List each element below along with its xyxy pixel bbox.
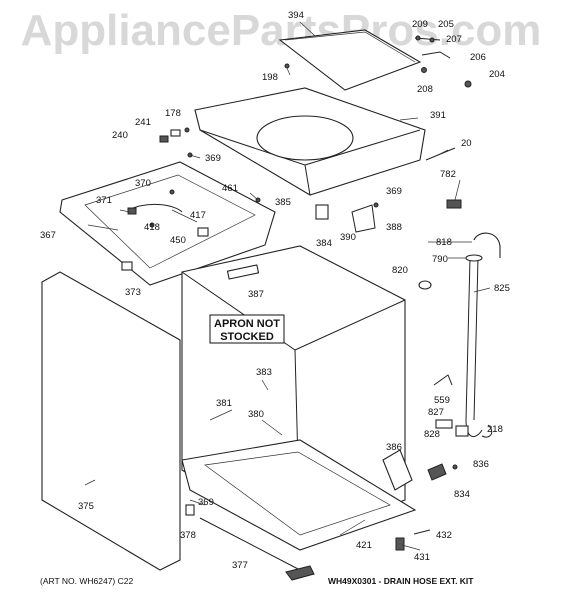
label-825: 825 — [494, 283, 510, 294]
label-394: 394 — [288, 10, 304, 21]
label-384: 384 — [316, 238, 332, 249]
label-391: 391 — [430, 110, 446, 121]
label-208: 208 — [417, 84, 433, 95]
label-790: 790 — [432, 254, 448, 265]
part-377-rod — [199, 517, 301, 571]
label-432: 432 — [436, 530, 452, 541]
label-782: 782 — [440, 169, 456, 180]
art-number: (ART NO. WH6247) C22 — [40, 576, 134, 586]
label-240: 240 — [112, 130, 128, 141]
apron-line-2: STOCKED — [220, 331, 274, 343]
label-207: 207 — [446, 34, 462, 45]
label-417: 417 — [190, 210, 206, 221]
part-385 — [315, 204, 329, 220]
part-378 — [185, 504, 195, 516]
label-369-b: 369 — [386, 186, 402, 197]
label-834: 834 — [454, 489, 470, 500]
part-240 — [159, 135, 169, 143]
apron-line-1: APRON NOT — [214, 318, 280, 330]
label-178: 178 — [165, 108, 181, 119]
label-370: 370 — [135, 178, 151, 189]
label-375: 375 — [78, 501, 94, 512]
part-820 — [418, 280, 432, 290]
part-241 — [170, 129, 181, 137]
part-388-switch — [351, 204, 376, 233]
label-369-c: 369 — [198, 497, 214, 508]
label-373: 373 — [125, 287, 141, 298]
label-386: 386 — [386, 442, 402, 453]
label-371: 371 — [96, 195, 112, 206]
label-378: 378 — [180, 530, 196, 541]
label-836: 836 — [473, 459, 489, 470]
label-381: 381 — [216, 398, 232, 409]
label-421: 421 — [356, 540, 372, 551]
label-218: 218 — [487, 424, 503, 435]
label-204: 204 — [489, 69, 505, 80]
part-828 — [455, 425, 469, 437]
part-178 — [184, 127, 190, 133]
label-209: 209 — [412, 19, 428, 30]
part-367-base-frame — [59, 161, 276, 286]
label-205: 205 — [438, 19, 454, 30]
part-825-drain-hose — [465, 232, 501, 438]
part-391-top-cover — [194, 87, 426, 196]
label-380: 380 — [248, 409, 264, 420]
label-431: 431 — [414, 552, 430, 563]
part-labels: 394 209 205 207 198 208 206 204 391 178 … — [40, 10, 510, 571]
part-375-front-panel — [41, 271, 181, 571]
leader-lines — [84, 21, 491, 551]
part-373 — [121, 261, 133, 271]
part-432 — [413, 529, 431, 535]
label-387: 387 — [248, 289, 264, 300]
label-369-a: 369 — [205, 153, 221, 164]
label-383: 383 — [256, 367, 272, 378]
part-198-screw — [284, 63, 290, 69]
label-390: 390 — [340, 232, 356, 243]
watermark-text: AppliancePartsPros.com — [20, 6, 542, 55]
drain-hose-kit-note: WH49X0301 - DRAIN HOSE EXT. KIT — [328, 576, 474, 586]
part-827 — [435, 419, 453, 429]
part-386 — [382, 449, 413, 491]
part-782 — [446, 199, 462, 209]
label-418: 418 — [144, 222, 160, 233]
part-369b — [373, 202, 379, 208]
label-198: 198 — [262, 72, 278, 83]
part-836 — [452, 464, 458, 470]
label-828: 828 — [424, 429, 440, 440]
label-377: 377 — [232, 560, 248, 571]
label-206: 206 — [470, 52, 486, 63]
apron-notice: APRON NOT STOCKED — [209, 314, 285, 344]
label-388: 388 — [386, 222, 402, 233]
label-385: 385 — [275, 197, 291, 208]
label-367: 367 — [40, 230, 56, 241]
label-818: 818 — [436, 237, 452, 248]
part-834 — [427, 463, 447, 481]
part-559 — [433, 374, 453, 386]
label-827: 827 — [428, 407, 444, 418]
part-394-lid — [278, 29, 422, 91]
label-20: 20 — [461, 138, 472, 149]
label-450: 450 — [170, 235, 186, 246]
label-559: 559 — [434, 395, 450, 406]
label-820: 820 — [392, 265, 408, 276]
part-421-base — [181, 439, 417, 551]
label-461: 461 — [222, 183, 238, 194]
part-218 — [481, 424, 493, 438]
label-241: 241 — [135, 117, 151, 128]
part-431 — [395, 537, 405, 551]
part-205-209-hinges — [414, 35, 472, 88]
